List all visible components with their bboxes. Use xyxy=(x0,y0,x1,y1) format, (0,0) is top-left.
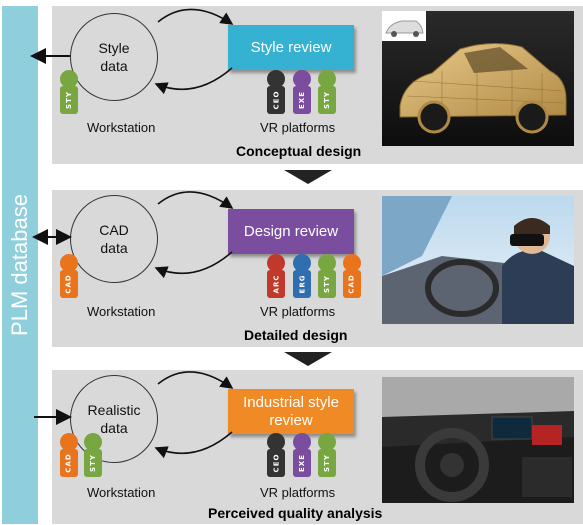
badge-cad: CAD xyxy=(60,433,78,477)
cad-data-node: CAD data xyxy=(70,195,158,283)
plm-database-label: PLM database xyxy=(7,194,32,336)
style-data-node: Style data xyxy=(70,13,158,101)
car-wireframe-photo xyxy=(382,11,574,146)
flow-down-arrow xyxy=(284,170,332,184)
realistic-data-label: Realistic data xyxy=(87,402,141,436)
workstation-label: Workstation xyxy=(87,120,156,135)
vr-platforms-label: VR platforms xyxy=(260,120,336,135)
design-review-label: Design review xyxy=(243,222,339,240)
workstation-label: Workstation xyxy=(87,304,156,319)
badge-cad: CAD xyxy=(60,254,78,298)
workstation-label: Workstation xyxy=(87,485,156,500)
phase-title-detailed: Detailed design xyxy=(244,327,348,343)
plm-database-bar xyxy=(2,6,38,524)
industrial-style-review-box: Industrial style review xyxy=(228,389,354,434)
badge-exe: EXE xyxy=(293,433,311,477)
badge-exe: EXE xyxy=(293,70,311,114)
design-review-box: Design review xyxy=(228,209,354,254)
style-review-label: Style review xyxy=(250,38,332,56)
cad-data-label: CAD data xyxy=(99,222,129,256)
phase-title-perceived-quality: Perceived quality analysis xyxy=(208,505,383,521)
badge-sty: STY xyxy=(318,433,336,477)
style-review-box: Style review xyxy=(228,25,354,70)
badge-sty: STY xyxy=(318,70,336,114)
phase-title-conceptual: Conceptual design xyxy=(236,143,362,159)
style-data-label: Style data xyxy=(98,40,130,74)
industrial-style-review-label: Industrial style review xyxy=(243,393,339,429)
badge-sty: STY xyxy=(60,70,78,114)
badge-ceo: CEO xyxy=(267,433,285,477)
badge-arc: ARC xyxy=(267,254,285,298)
car-interior-photo xyxy=(382,377,574,503)
flow-down-arrow xyxy=(284,352,332,366)
badge-sty: STY xyxy=(318,254,336,298)
vr-platforms-label: VR platforms xyxy=(260,304,336,319)
vr-driver-photo xyxy=(382,196,574,324)
badge-ceo: CEO xyxy=(267,70,285,114)
badge-cad: CAD xyxy=(343,254,361,298)
badge-sty: STY xyxy=(84,433,102,477)
badge-erg: ERG xyxy=(293,254,311,298)
vr-platforms-label: VR platforms xyxy=(260,485,336,500)
